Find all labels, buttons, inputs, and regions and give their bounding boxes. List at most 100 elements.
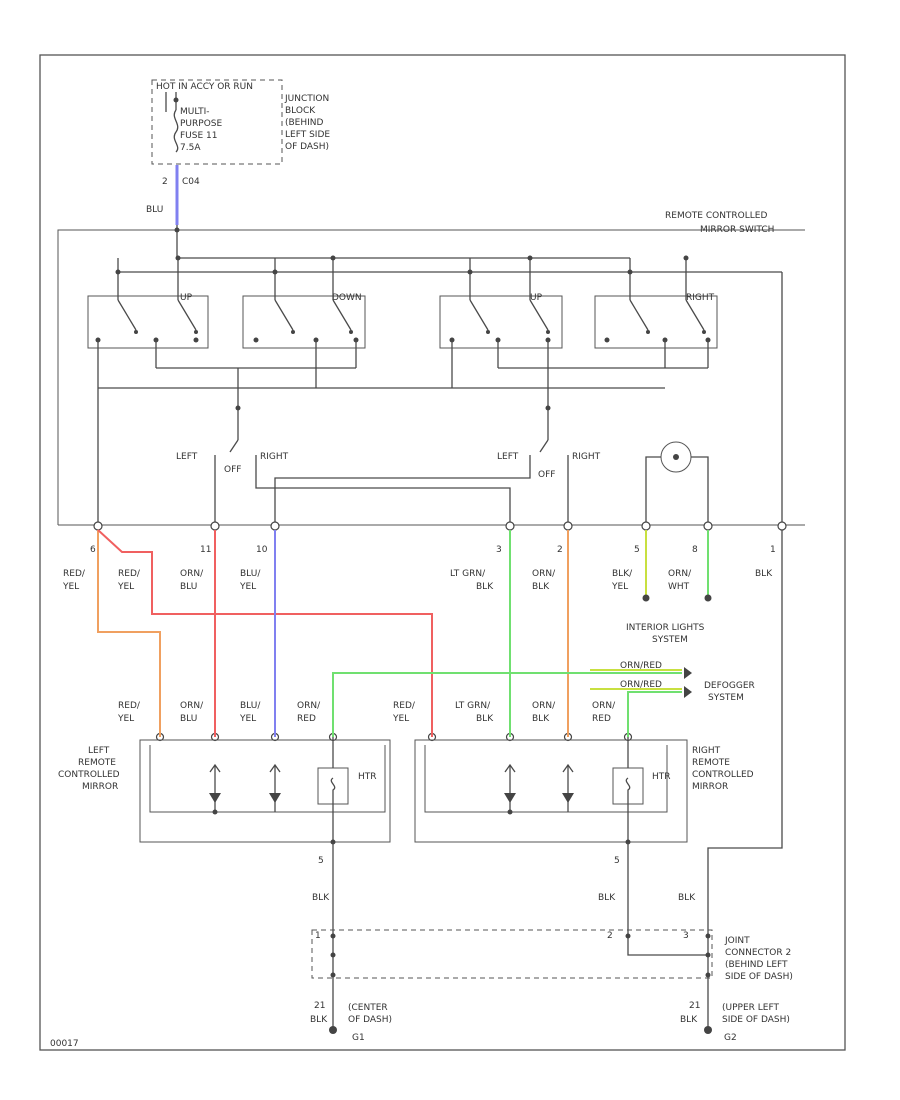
contact-point: [349, 330, 353, 334]
switch-blade: [685, 299, 705, 331]
right-ground-pin-label: 21: [689, 1001, 700, 1011]
wire-label-1a: RED/: [63, 569, 86, 579]
left-ground-label-1: (CENTER: [348, 1003, 388, 1013]
left-mirror-label-2: REMOTE: [78, 758, 116, 768]
left-ground-pin-label: 21: [314, 1001, 325, 1011]
selector-left-node: [235, 405, 241, 411]
diagram-frame: [39, 54, 846, 1051]
switch-blade: [529, 299, 549, 331]
selector-left-label-right: RIGHT: [260, 452, 289, 462]
right-mirror-outline: [414, 739, 688, 843]
switch-ground-wire-line: [707, 530, 783, 1030]
switch-contacts: [95, 255, 711, 388]
left-mirror-label-1: LEFT: [88, 746, 110, 756]
bulb-wire-2: [691, 456, 709, 525]
connector-pin-labels: 6 11 10 3 2 5 8 1: [90, 545, 776, 555]
wire-red-yel-left: [97, 530, 161, 737]
interior-lights-label-2: SYSTEM: [652, 635, 688, 645]
pin-label-6: 2: [557, 545, 563, 555]
joint-node-5: [705, 933, 711, 939]
fuse-location-3: (BEHIND: [285, 118, 324, 128]
rm-wire-4b: RED: [592, 714, 611, 724]
contact-point: [546, 330, 550, 334]
wire-label-1b: YEL: [62, 582, 79, 592]
left-ground-label-2: OF DASH): [348, 1015, 392, 1025]
wire-label-8b: WHT: [668, 582, 690, 592]
switch-label-down: DOWN: [332, 293, 362, 303]
contact-node: [115, 269, 121, 275]
lm-wire-2a: ORN/: [180, 701, 204, 711]
lm-wire-2b: BLU: [180, 714, 197, 724]
contact-terminal: [193, 337, 199, 343]
ground-wiring: BLK 1 2 3 JOINT CONNECTOR 2 (BEHIND LEFT…: [310, 530, 793, 1043]
joint-node-3: [330, 972, 336, 978]
mirror-motors: [209, 737, 631, 845]
contact-node: [330, 255, 336, 261]
switch-label-up-left: UP: [180, 293, 193, 303]
lm-wire-1a: RED/: [118, 701, 141, 711]
wire-label-2a: RED/: [118, 569, 141, 579]
mirror-wire-labels: RED/ YEL ORN/ BLU BLU/ YEL ORN/ RED RED/…: [117, 701, 616, 724]
switch-box-right-up: [439, 295, 563, 349]
selector-right-label-right: RIGHT: [572, 452, 601, 462]
contact-terminal: [253, 337, 259, 343]
left-mirror-label-3: CONTROLLED: [58, 770, 120, 780]
pin-label-1: 6: [90, 545, 96, 555]
selector-left-label-off: OFF: [224, 465, 241, 475]
motor-diode-icon: [209, 793, 221, 803]
left-mirror-outline: [139, 739, 391, 843]
selector-link-a: [255, 455, 511, 525]
rm-wire-2b: BLK: [476, 714, 494, 724]
right-ground-wire-label: BLK: [680, 1015, 698, 1025]
joint-node-1: [330, 933, 336, 939]
switch-ground-wire-label: BLK: [678, 893, 696, 903]
pin-label-5: 3: [496, 545, 502, 555]
selector-right: LEFT OFF RIGHT: [497, 368, 601, 480]
joint-pin-1: 1: [315, 931, 321, 941]
rm-wire-2a: LT GRN/: [455, 701, 491, 711]
defogger-arrow-icon-1: [684, 667, 692, 679]
contact-point: [646, 330, 650, 334]
wire-label-7b: YEL: [611, 582, 628, 592]
footer-id: 00017: [50, 1039, 79, 1049]
left-ground-icon: [329, 1026, 337, 1034]
selector-right-label-left: LEFT: [497, 452, 519, 462]
junction-block-outline: [151, 79, 283, 165]
switch-box-left-up: [87, 295, 209, 349]
right-ground-label-2: SIDE OF DASH): [722, 1015, 790, 1025]
wire-label-3a: ORN/: [180, 569, 204, 579]
rm-wire-4a: ORN/: [592, 701, 616, 711]
colored-wires: [97, 529, 709, 737]
wire-label-8a: ORN/: [668, 569, 692, 579]
connector-pin: [505, 521, 515, 531]
connector-pin: [93, 521, 103, 531]
fuse-connector: C04: [182, 177, 200, 187]
joint-label-1: JOINT: [724, 936, 750, 946]
joint-node-7: [705, 972, 711, 978]
wire-label-4b: YEL: [239, 582, 256, 592]
bulb-filament-icon: [673, 454, 679, 460]
right-mirror-label-1: RIGHT: [692, 746, 721, 756]
right-mirror: HTR RIGHT REMOTE CONTROLLED MIRROR 5 BLK: [414, 739, 754, 903]
wire-label-2b: YEL: [117, 582, 134, 592]
fuse-block: HOT IN ACCY OR RUN MULTI- PURPOSE FUSE 1…: [146, 79, 330, 215]
motor-node: [212, 809, 218, 815]
lm-wire-4b: RED: [297, 714, 316, 724]
defogger-arrow-icon-2: [684, 686, 692, 698]
mirror-switch: REMOTE CONTROLLED MIRROR SWITCH UP DOWN …: [57, 211, 805, 526]
contact-point: [291, 330, 295, 334]
right-mirror-label-4: MIRROR: [692, 782, 728, 792]
left-mirror-label-4: MIRROR: [82, 782, 118, 792]
defogger-label-1: DEFOGGER: [704, 681, 755, 691]
fuse-label-4: 7.5A: [180, 143, 201, 153]
switch-box-left-down: [242, 295, 366, 349]
contact-node: [467, 269, 473, 275]
wire-red-yel-cross: [97, 529, 433, 737]
fuse-label-1: MULTI-: [180, 107, 210, 117]
pin-label-3: 11: [200, 545, 211, 555]
fuse-location-5: OF DASH): [285, 142, 329, 152]
left-ground-wire-label: BLK: [310, 1015, 328, 1025]
contact-point: [702, 330, 706, 334]
right-ground-icon: [704, 1026, 712, 1034]
right-ground-wire-line: [627, 842, 708, 956]
